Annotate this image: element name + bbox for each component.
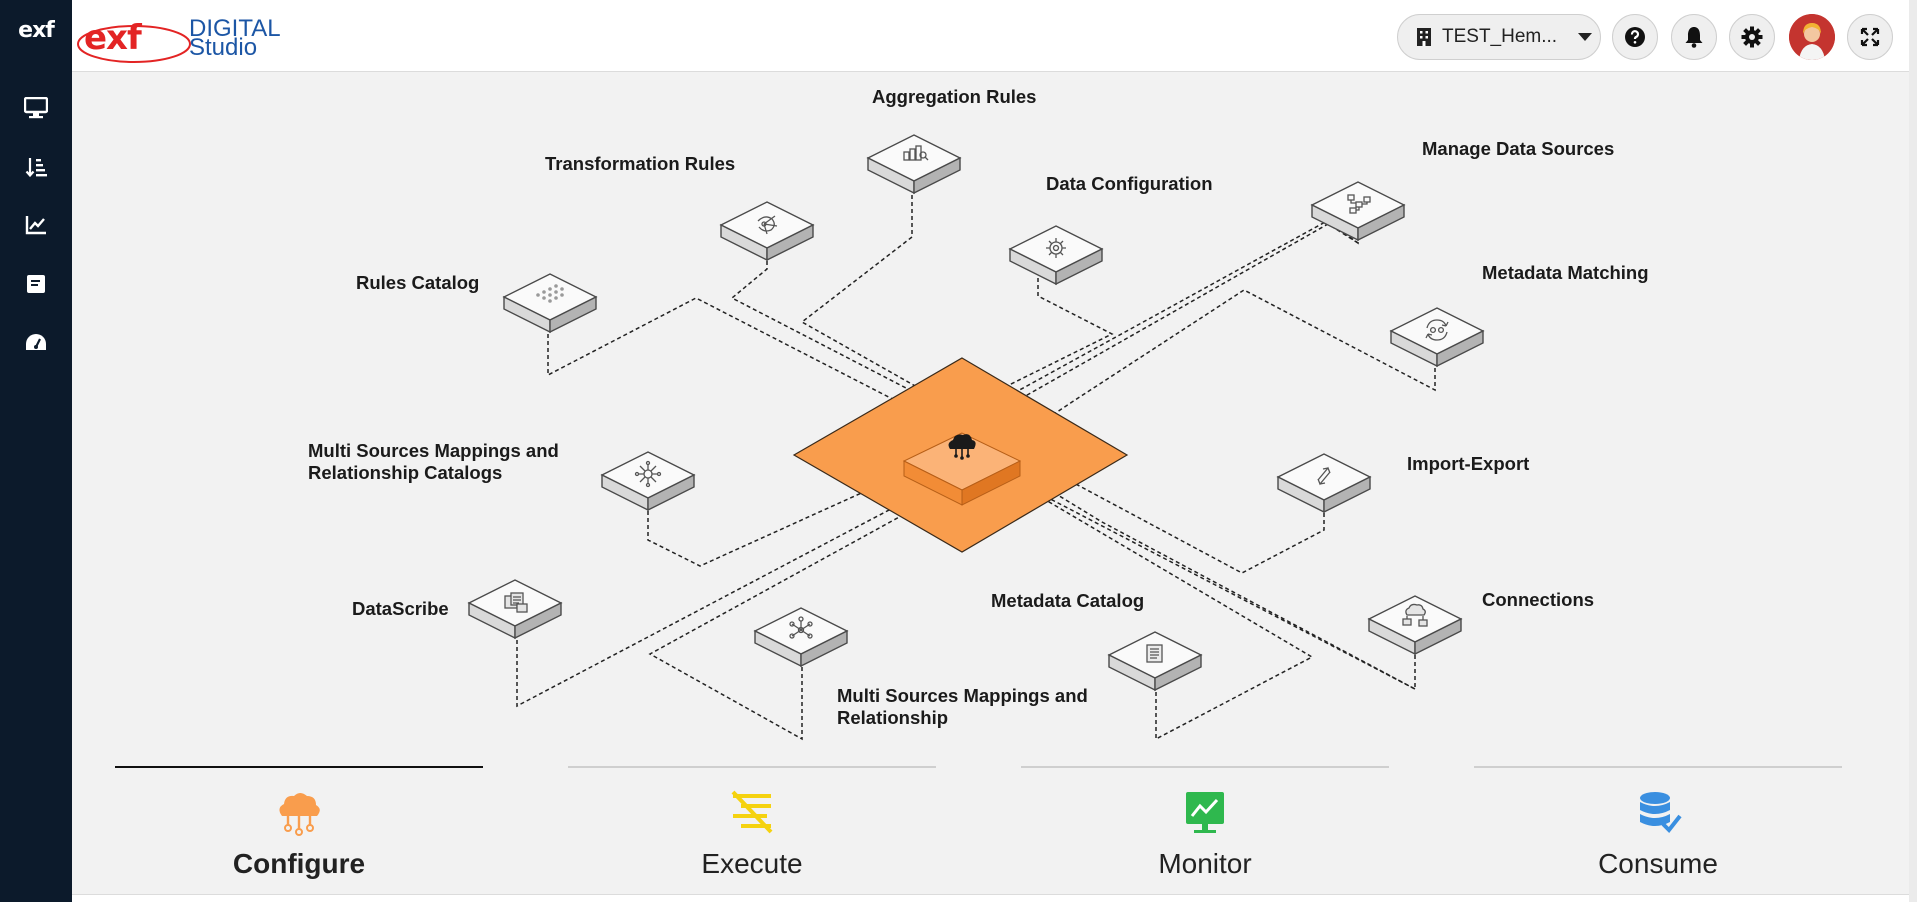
tab-monitor-label: Monitor: [1158, 848, 1252, 879]
tab-consume-label: Consume: [1598, 848, 1718, 879]
settings-button[interactable]: [1729, 14, 1775, 60]
help-button[interactable]: [1612, 14, 1658, 60]
cloud-network-icon: [948, 434, 976, 460]
catalog-icon: [1146, 644, 1163, 663]
label-metadata-catalog[interactable]: Metadata Catalog: [991, 590, 1145, 611]
label-multi-sources-catalogs-line2[interactable]: Relationship Catalogs: [308, 462, 503, 483]
document-icon[interactable]: [20, 268, 52, 300]
label-data-configuration[interactable]: Data Configuration: [1046, 173, 1213, 194]
label-import-export[interactable]: Import-Export: [1407, 453, 1530, 474]
tab-configure-label: Configure: [232, 848, 366, 879]
label-multi-sources-relationship-line2[interactable]: Relationship: [837, 707, 949, 728]
tab-indicator: [1474, 766, 1842, 768]
brand-exf-text: exf: [84, 18, 142, 58]
grid-icon: [536, 284, 564, 303]
tab-indicator: [1021, 766, 1389, 768]
tab-consume[interactable]: Consume: [1474, 766, 1842, 902]
architecture-diagram: [468, 134, 1484, 741]
node-aggregation-rules-tile[interactable]: [867, 134, 961, 194]
label-connections[interactable]: Connections: [1482, 589, 1595, 610]
workspace-select[interactable]: TEST_Hem...: [1397, 14, 1601, 60]
tab-indicator: [115, 766, 483, 768]
dashboard-gauge-icon[interactable]: [20, 327, 52, 359]
label-transformation-rules[interactable]: Transformation Rules: [545, 153, 736, 174]
sidebar-logo: exf: [18, 18, 55, 43]
node-metadata-catalog-tile[interactable]: [1108, 631, 1202, 691]
user-avatar[interactable]: [1789, 14, 1835, 60]
node-multi-sources-relationship-tile[interactable]: [754, 607, 848, 667]
workspace-label: TEST_Hem...: [1442, 26, 1558, 47]
label-aggregation-rules[interactable]: Aggregation Rules: [872, 86, 1037, 107]
notifications-button[interactable]: [1671, 14, 1717, 60]
node-connections-tile[interactable]: [1368, 595, 1462, 655]
circuit-icon: [757, 215, 778, 235]
brand-studio-text: Studio: [189, 34, 258, 61]
radial-network-icon: [634, 460, 662, 488]
gear-icon: [1741, 26, 1763, 48]
node-datascribe-tile[interactable]: [468, 579, 562, 639]
label-multi-sources-relationship-line1[interactable]: Multi Sources Mappings and: [837, 685, 1088, 706]
swap-arrows-icon: [1317, 466, 1331, 486]
label-rules-catalog[interactable]: Rules Catalog: [356, 272, 480, 293]
central-platform: [792, 357, 1129, 553]
chevron-down-icon: [1578, 33, 1592, 41]
avatar-icon: [1789, 14, 1835, 60]
tab-execute[interactable]: Execute: [568, 766, 936, 902]
monitor-chart-icon: [1186, 792, 1224, 833]
node-metadata-matching-tile[interactable]: [1390, 307, 1484, 367]
scrollbar[interactable]: [1909, 0, 1917, 902]
fullscreen-button[interactable]: [1847, 14, 1893, 60]
main-content: Aggregation Rules Transformation Rules D…: [72, 72, 1917, 902]
tab-configure[interactable]: Configure: [115, 766, 483, 902]
label-datascribe[interactable]: DataScribe: [352, 598, 449, 619]
node-transformation-rules-tile[interactable]: [720, 201, 814, 261]
expand-icon: [1860, 27, 1880, 47]
gear-icon: [1046, 238, 1066, 258]
brand-swoosh-icon: [77, 25, 191, 63]
connector-lines: [516, 195, 1436, 741]
help-icon: [1625, 27, 1645, 47]
node-manage-data-sources-tile[interactable]: [1311, 181, 1405, 241]
documents-icon: [504, 592, 528, 613]
label-metadata-matching[interactable]: Metadata Matching: [1482, 262, 1649, 283]
tab-indicator: [568, 766, 936, 768]
brand-logo: exf DIGITAL Studio: [76, 12, 281, 63]
node-import-export-tile[interactable]: [1277, 453, 1371, 513]
label-manage-data-sources[interactable]: Manage Data Sources: [1422, 138, 1615, 159]
top-header: exf DIGITAL Studio TEST_Hem...: [72, 0, 1917, 72]
node-rules-catalog-tile[interactable]: [503, 273, 597, 333]
bottom-strip: [72, 894, 1917, 902]
database-search-icon: [903, 145, 929, 161]
node-multi-sources-catalogs-tile[interactable]: [601, 451, 695, 511]
tab-monitor[interactable]: Monitor: [1021, 766, 1389, 902]
bell-icon: [1685, 27, 1703, 48]
sync-icon: [1425, 319, 1449, 341]
network-icon: [789, 616, 813, 639]
monitor-icon[interactable]: [20, 92, 52, 124]
building-icon: [1417, 28, 1431, 46]
brand-digital-text: DIGITAL: [189, 15, 281, 42]
cloud-network-icon: [279, 793, 320, 836]
sidebar: exf: [0, 0, 72, 902]
sort-list-icon[interactable]: [20, 151, 52, 183]
label-multi-sources-catalogs-line1[interactable]: Multi Sources Mappings and: [308, 440, 559, 461]
hierarchy-icon: [1347, 194, 1371, 214]
node-data-configuration-tile[interactable]: [1009, 225, 1103, 285]
execute-lines-icon: [731, 790, 773, 834]
database-check-icon: [1640, 792, 1682, 834]
line-chart-icon[interactable]: [20, 209, 52, 241]
tab-execute-label: Execute: [701, 848, 803, 879]
cloud-connect-icon: [1402, 603, 1428, 627]
